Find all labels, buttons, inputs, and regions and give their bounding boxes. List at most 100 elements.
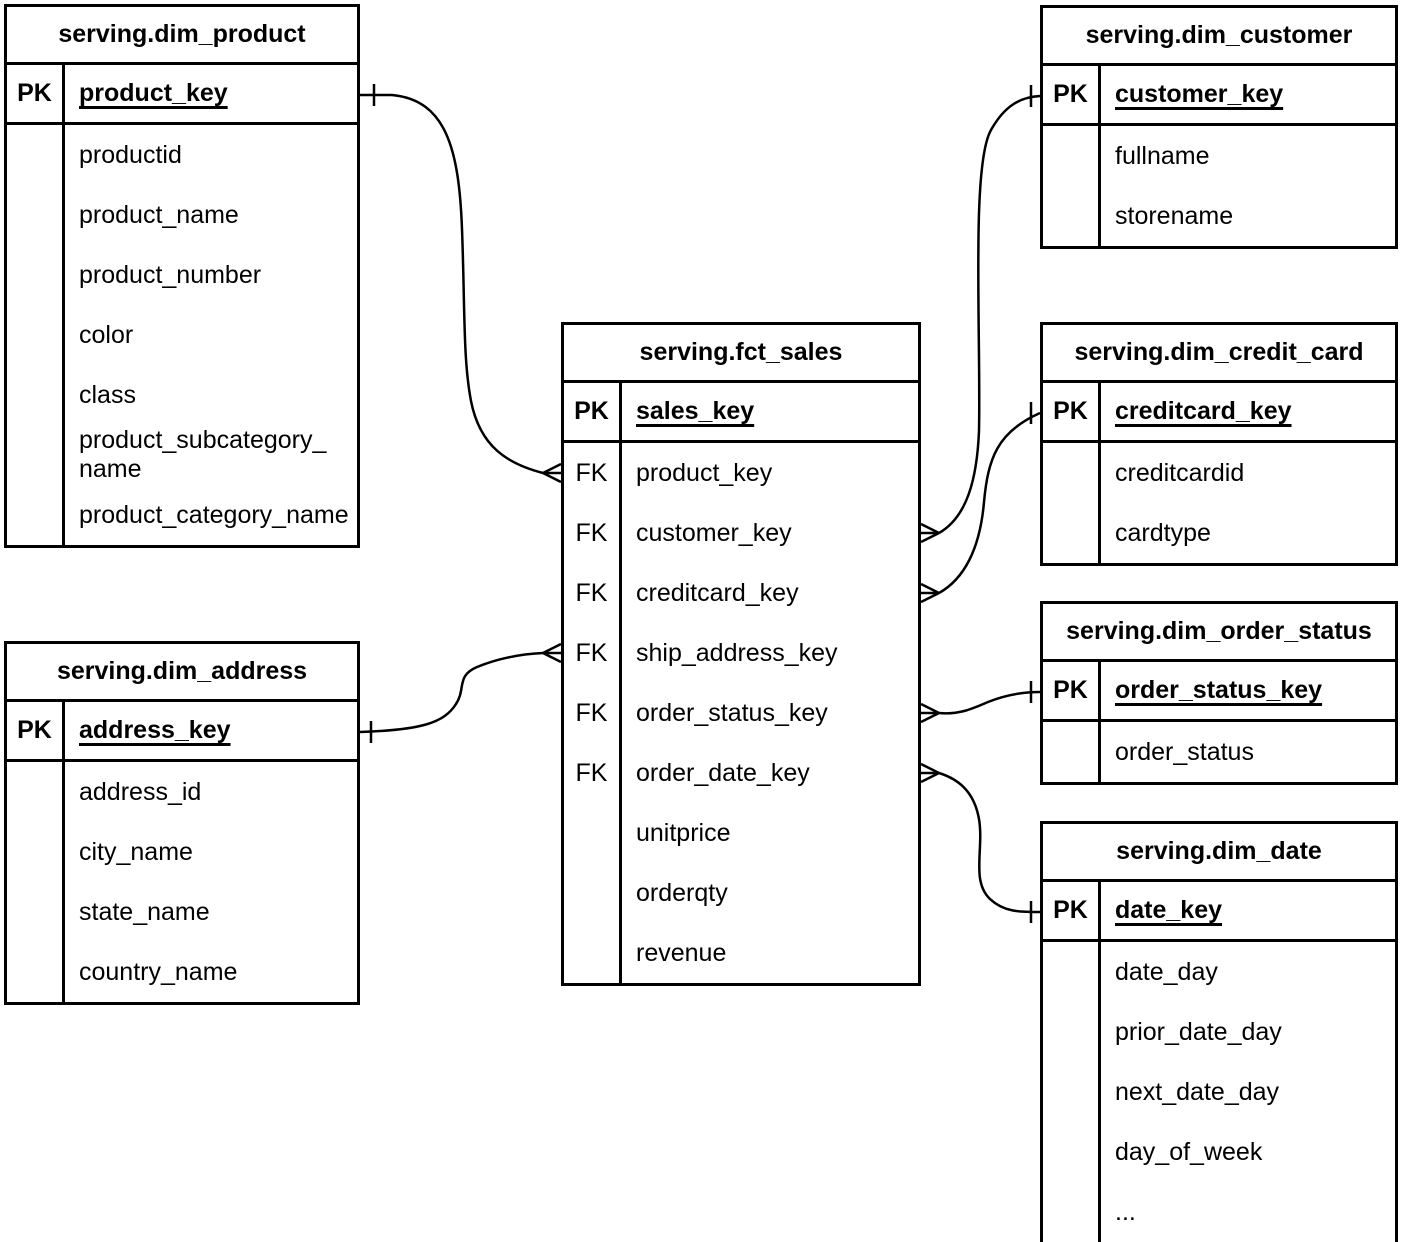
field-row: product_name (7, 185, 357, 245)
key-badge (564, 803, 622, 863)
pk-badge: PK (564, 383, 622, 440)
field-row: storename (1043, 186, 1395, 246)
relationship-fct-sales-dim-credit-card (920, 402, 1041, 604)
pk-badge: PK (1043, 383, 1101, 440)
field-row: address_id (7, 762, 357, 822)
relationship-line (938, 411, 1041, 595)
field-name: next_date_day (1115, 1077, 1280, 1106)
entity-title: serving.dim_date (1043, 824, 1395, 882)
field-name: city_name (79, 837, 193, 866)
field-row: order_status (1043, 722, 1395, 782)
key-badge (7, 305, 65, 365)
field-name: product_category_name (79, 500, 349, 529)
pk-field-name: customer_key (1115, 80, 1284, 109)
pk-field-name: order_status_key (1115, 676, 1323, 705)
key-badge (1043, 126, 1101, 186)
fk-badge: FK (564, 563, 622, 623)
pk-field-name: address_key (79, 716, 231, 745)
field-row: unitprice (564, 803, 918, 863)
pk-field-name: date_key (1115, 896, 1223, 925)
entity-title: serving.fct_sales (564, 325, 918, 383)
relationship-line (938, 690, 1041, 715)
key-badge (1043, 443, 1101, 503)
key-badge (1043, 942, 1101, 1002)
key-badge (1043, 1062, 1101, 1122)
field-row: city_name (7, 822, 357, 882)
field-row: creditcardid (1043, 443, 1395, 503)
field-name: product_subcategory_ name (79, 426, 327, 483)
field-name: product_key (636, 458, 773, 487)
key-badge (1043, 1002, 1101, 1062)
fk-badge: FK (564, 683, 622, 743)
field-name: cardtype (1115, 518, 1211, 547)
pk-row: PK order_status_key (1043, 662, 1395, 722)
field-row: next_date_day (1043, 1062, 1395, 1122)
field-row: class (7, 365, 357, 425)
field-row: product_number (7, 245, 357, 305)
entity-title: serving.dim_customer (1043, 8, 1395, 66)
pk-field-name: sales_key (636, 397, 755, 426)
field-name: revenue (636, 938, 727, 967)
field-name: order_date_key (636, 758, 810, 787)
field-row: product_subcategory_ name (7, 425, 357, 485)
pk-badge: PK (1043, 662, 1101, 719)
key-badge (7, 762, 65, 822)
key-badge (7, 425, 65, 485)
pk-badge: PK (1043, 882, 1101, 939)
cardinality-many-crowfoot (542, 642, 562, 664)
field-row: productid (7, 125, 357, 185)
key-badge (7, 185, 65, 245)
field-name: ship_address_key (636, 638, 838, 667)
pk-field-name: product_key (79, 79, 228, 108)
cardinality-many-crowfoot (920, 702, 940, 724)
field-name: state_name (79, 897, 210, 926)
key-badge (1043, 722, 1101, 782)
field-name: unitprice (636, 818, 731, 847)
fk-badge: FK (564, 443, 622, 503)
entity-title: serving.dim_credit_card (1043, 325, 1395, 383)
key-badge (7, 245, 65, 305)
relationship-fct-sales-dim-product (360, 84, 562, 484)
key-badge (7, 882, 65, 942)
field-name: product_number (79, 260, 262, 289)
key-badge (1043, 186, 1101, 246)
field-name: prior_date_day (1115, 1017, 1282, 1046)
relationship-fct-sales-dim-date (920, 762, 1041, 923)
key-badge (564, 863, 622, 923)
entity-title: serving.dim_address (7, 644, 357, 702)
cardinality-many-crowfoot (542, 462, 562, 484)
key-badge (1043, 1122, 1101, 1182)
field-row: prior_date_day (1043, 1002, 1395, 1062)
field-name: country_name (79, 957, 238, 986)
field-row: country_name (7, 942, 357, 1002)
key-badge (7, 485, 65, 545)
fk-badge: FK (564, 743, 622, 803)
field-row: cardtype (1043, 503, 1395, 563)
fk-badge: FK (564, 503, 622, 563)
relationship-line (359, 651, 544, 734)
field-name: orderqty (636, 878, 728, 907)
key-badge (1043, 1182, 1101, 1242)
pk-row: PK product_key (7, 65, 357, 125)
field-name: class (79, 380, 136, 409)
field-row: state_name (7, 882, 357, 942)
key-badge (7, 365, 65, 425)
field-row: day_of_week (1043, 1122, 1395, 1182)
pk-badge: PK (1043, 66, 1101, 123)
field-name: customer_key (636, 518, 792, 547)
field-name: creditcardid (1115, 458, 1245, 487)
pk-badge: PK (7, 65, 65, 122)
field-name: productid (79, 140, 182, 169)
entity-title: serving.dim_order_status (1043, 604, 1395, 662)
